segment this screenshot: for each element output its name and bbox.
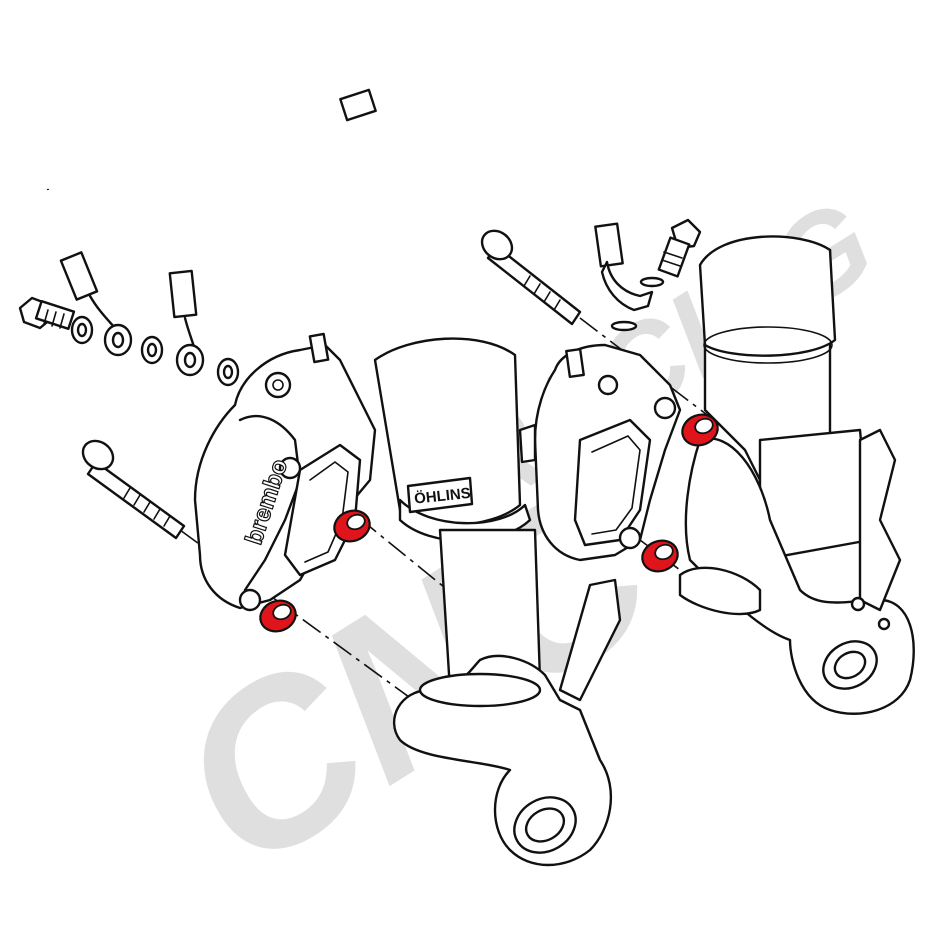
caliper-left-mount-hole-upper (278, 456, 302, 480)
caliper-right-mount-hole-upper (653, 396, 677, 420)
spacer-left-lower (259, 599, 297, 633)
caliper-left: brembo (193, 332, 377, 612)
brake-line-fitting-right (594, 222, 624, 268)
spacer-right-upper (681, 413, 719, 447)
caliper-right-bleed-nipple (565, 347, 585, 379)
banjo-bolt-left (18, 296, 76, 331)
fork-center-mount-tab (558, 578, 622, 702)
banjo-fitting-right (600, 260, 654, 312)
brake-line-fitting-master (59, 251, 99, 301)
fork-brand-label: ÖHLINS (413, 485, 471, 508)
fork-right-upper-tube (698, 235, 837, 357)
caliper-mount-bolt-icon (81, 439, 115, 471)
crush-washer-icon (610, 320, 638, 332)
spacer-right-lower (641, 539, 679, 573)
caliper-right-mount-hole-lower (618, 526, 642, 550)
crush-washer-icon (639, 276, 665, 288)
caliper-right (518, 343, 682, 562)
caliper-mount-bolt-right (480, 229, 582, 326)
caliper-left-bleed-nipple (308, 332, 330, 364)
spacer-left-upper (333, 509, 371, 543)
fork-right-mount-tab (858, 428, 902, 612)
crush-washer-hole (76, 322, 88, 338)
ohlins-badge: ÖHLINS (406, 476, 474, 514)
brake-line-clip (339, 88, 377, 122)
caliper-left-mount-hole-lower (238, 588, 262, 612)
brake-line-upper (168, 71, 654, 352)
caliper-mount-bolt-icon (480, 229, 514, 261)
caliper-mount-bolt-left (81, 439, 186, 540)
fork-right (678, 235, 915, 715)
banjo-bolt-right (657, 218, 702, 278)
caliper-right-banjo-port (597, 374, 619, 396)
assembly-axis-left-upper (299, 469, 461, 601)
brake-line-fitting-left-upper (168, 269, 198, 319)
fork-center: ÖHLINS (373, 337, 622, 867)
caliper-left-banjo-port (264, 371, 292, 399)
